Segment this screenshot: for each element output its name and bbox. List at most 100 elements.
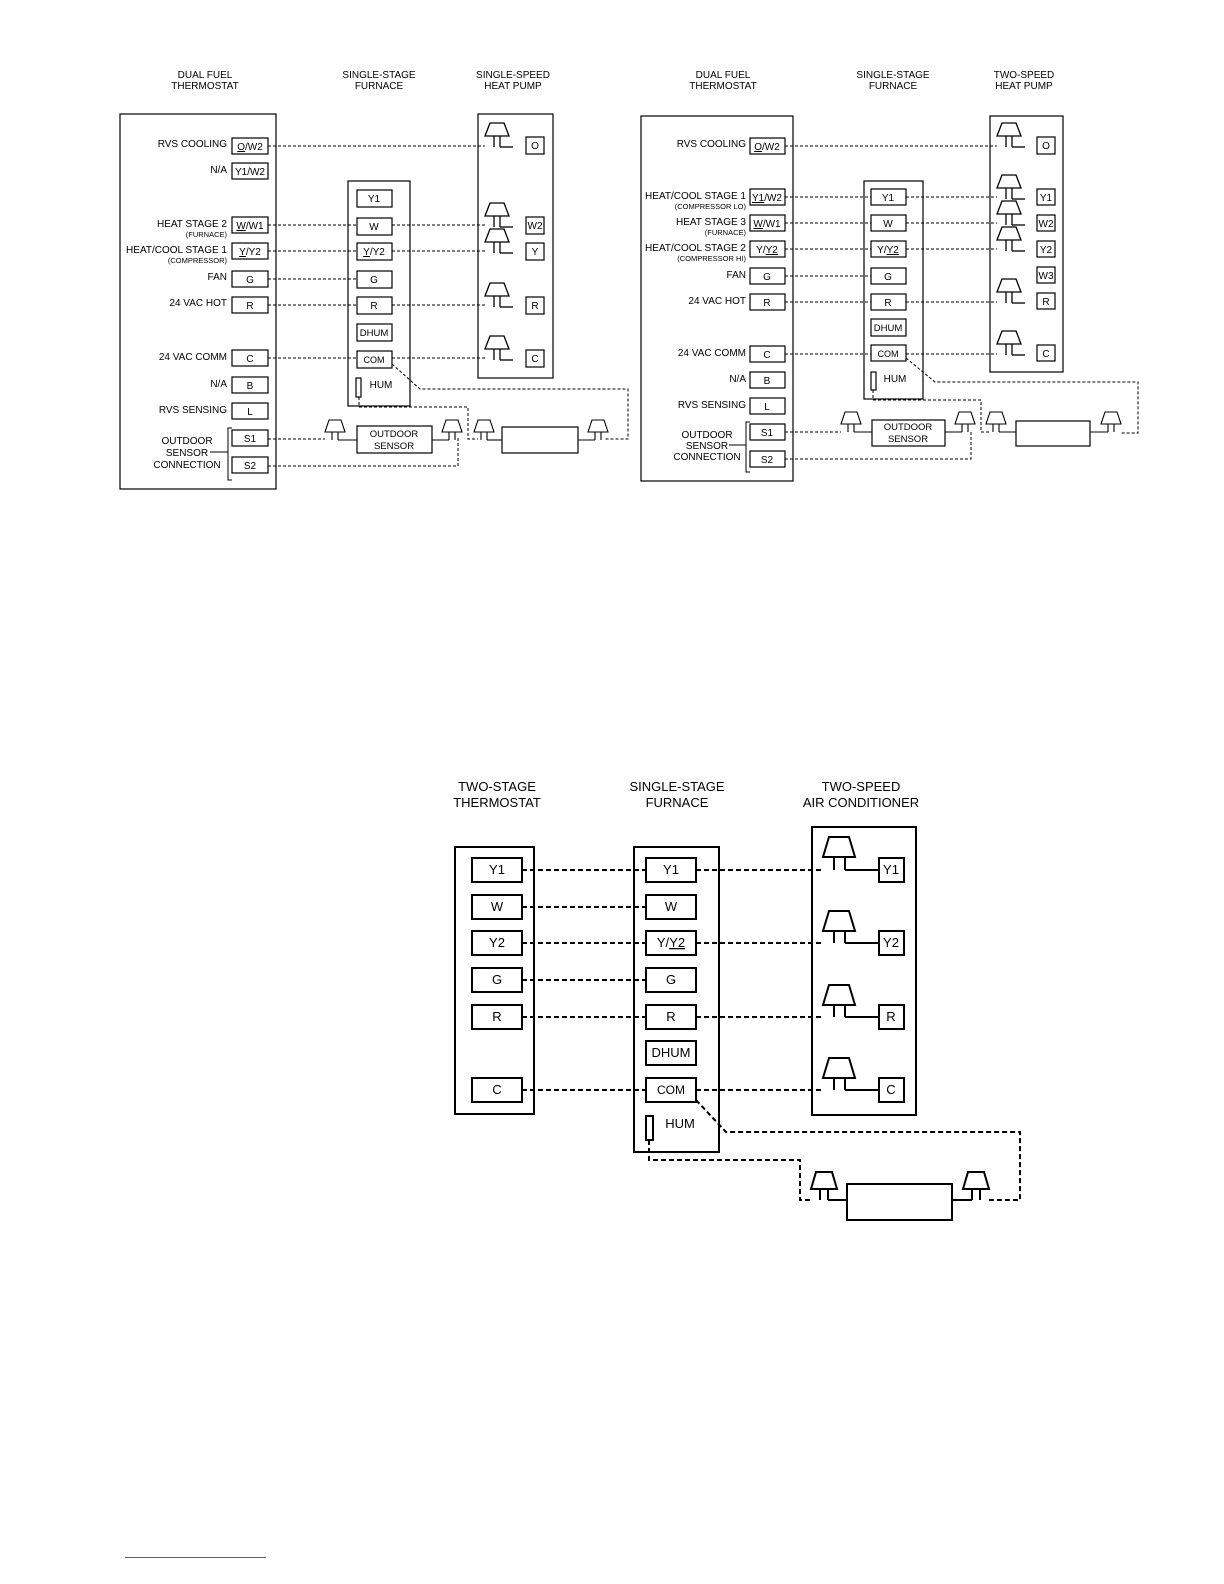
furnace-label-hum: HUM: [665, 1116, 695, 1131]
label-na: N/A: [210, 165, 227, 176]
furnace-terminal-com: COM: [364, 355, 385, 365]
ac-panel: [811, 826, 917, 1116]
ac-terminal-c: C: [886, 1082, 895, 1097]
terminal-o-w2: O/W2: [237, 142, 263, 153]
furnace-terminal-g: G: [370, 275, 378, 286]
furnace-terminal-com: COM: [657, 1083, 685, 1097]
furnace-terminal-r: R: [884, 298, 891, 309]
terminal-o-w2: O/W2: [754, 142, 780, 153]
terminal-y1: Y1: [489, 862, 505, 877]
plug-icon: [809, 1171, 847, 1201]
heatpump-terminal-y2: Y2: [1040, 245, 1053, 256]
relay-icon: [821, 910, 879, 944]
terminal-c: C: [492, 1082, 501, 1097]
label-heat-cool-stage-2: HEAT/COOL STAGE 2: [645, 243, 746, 254]
label-24vac-hot: 24 VAC HOT: [169, 298, 227, 309]
furnace-terminal-dhum: DHUM: [652, 1045, 691, 1060]
terminal-y-y2: Y/Y2: [756, 245, 778, 256]
header-thermostat-2: THERMOSTAT: [453, 795, 541, 810]
heatpump-terminal-w3: W3: [1039, 271, 1054, 282]
terminal-g: G: [492, 972, 502, 987]
terminal-r: R: [763, 298, 770, 309]
furnace-terminal-w: W: [665, 899, 678, 914]
furnace-label-hum: HUM: [370, 380, 393, 391]
furnace-terminal-y1: Y1: [663, 862, 679, 877]
label-heat-cool-stage-1-sub: (COMPRESSOR): [168, 256, 228, 265]
label-outdoor-sensor-connection: SENSOR: [166, 448, 208, 459]
furnace-terminal-dhum: DHUM: [360, 328, 389, 339]
terminal-y-y2: Y/Y2: [239, 247, 261, 258]
footer-rule: [125, 1557, 266, 1558]
label-heat-stage-2-sub: (FURNACE): [186, 230, 228, 239]
humidifier-box: [846, 1183, 953, 1221]
label-rvs-sensing: RVS SENSING: [159, 405, 227, 416]
label-heat-stage-2: HEAT STAGE 2: [157, 219, 227, 230]
furnace-terminal-y1: Y1: [368, 194, 381, 205]
terminal-l: L: [764, 402, 770, 413]
terminal-r: R: [492, 1009, 501, 1024]
furnace-panel: [633, 846, 720, 1153]
label-24vac-comm: 24 VAC COMM: [678, 348, 746, 359]
furnace-terminal-w: W: [883, 219, 893, 230]
ac-terminal-y2: Y2: [883, 935, 899, 950]
relay-icon: [484, 335, 514, 361]
plug-icon: [840, 411, 872, 433]
terminal-b: B: [247, 381, 254, 392]
furnace-label-hum: HUM: [884, 374, 907, 385]
header-thermostat-1: TWO-STAGE: [458, 779, 536, 794]
heatpump-terminal-o: O: [531, 141, 539, 152]
terminal-w-w1: W/W1: [236, 221, 264, 232]
header-thermostat-2: THERMOSTAT: [171, 81, 238, 92]
diagram-two-stage-ac: TWO-STAGE THERMOSTAT SINGLE-STAGE FURNAC…: [453, 779, 1021, 1221]
furnace-terminal-w: W: [369, 222, 379, 233]
header-furnace-1: SINGLE-STAGE: [856, 70, 929, 81]
furnace-terminal-y-y2: Y/Y2: [363, 247, 385, 258]
header-thermostat-1: DUAL FUEL: [178, 70, 233, 81]
outdoor-sensor-bracket: [729, 421, 750, 473]
header-furnace-2: FURNACE: [355, 81, 404, 92]
furnace-panel: [347, 180, 411, 407]
terminal-c: C: [763, 350, 770, 361]
furnace-terminal-dhum: DHUM: [874, 323, 903, 334]
relay-icon: [484, 228, 514, 254]
header-ac-1: TWO-SPEED: [822, 779, 901, 794]
outdoor-sensor-label: SENSOR: [374, 441, 414, 452]
heatpump-terminal-w2: W2: [528, 221, 543, 232]
ac-terminal-y1: Y1: [883, 862, 899, 877]
humidifier-box: [501, 426, 579, 454]
outdoor-sensor-label: SENSOR: [888, 434, 928, 445]
furnace-terminal-g: G: [666, 972, 676, 987]
plug-icon: [324, 419, 357, 441]
label-heat-cool-stage-1: HEAT/COOL STAGE 1: [126, 245, 227, 256]
terminal-g: G: [763, 272, 771, 283]
terminal-r: R: [246, 301, 253, 312]
label-rvs-cooling: RVS COOLING: [158, 139, 227, 150]
relay-icon: [821, 836, 879, 871]
relay-icon: [821, 984, 879, 1018]
label-heat-cool-stage-1: HEAT/COOL STAGE 1: [645, 191, 746, 202]
header-heatpump-1: SINGLE-SPEED: [476, 70, 550, 81]
label-outdoor-sensor-connection: SENSOR: [686, 441, 728, 452]
header-heatpump-2: HEAT PUMP: [995, 81, 1053, 92]
heatpump-terminal-c: C: [1042, 349, 1049, 360]
label-na: N/A: [210, 379, 227, 390]
terminal-y1-w2: Y1/W2: [752, 193, 782, 204]
plug-icon: [578, 419, 609, 441]
plug-icon: [473, 419, 502, 441]
label-heat-stage-3-sub: (FURNACE): [705, 228, 747, 237]
terminal-w: W: [491, 899, 504, 914]
furnace-terminal-r: R: [666, 1009, 675, 1024]
label-heat-stage-3: HEAT STAGE 3: [676, 217, 746, 228]
terminal-s1: S1: [244, 434, 257, 445]
header-furnace-1: SINGLE-STAGE: [629, 779, 724, 794]
thermostat-panel: [119, 113, 277, 490]
thermostat-panel: [640, 115, 794, 482]
heatpump-terminal-r: R: [531, 301, 538, 312]
terminal-c: C: [246, 354, 253, 365]
terminal-b: B: [764, 376, 771, 387]
humidifier-box: [1015, 420, 1091, 447]
label-rvs-cooling: RVS COOLING: [677, 139, 746, 150]
label-na: N/A: [729, 374, 746, 385]
header-furnace-1: SINGLE-STAGE: [342, 70, 415, 81]
furnace-terminal-com: COM: [878, 349, 899, 359]
